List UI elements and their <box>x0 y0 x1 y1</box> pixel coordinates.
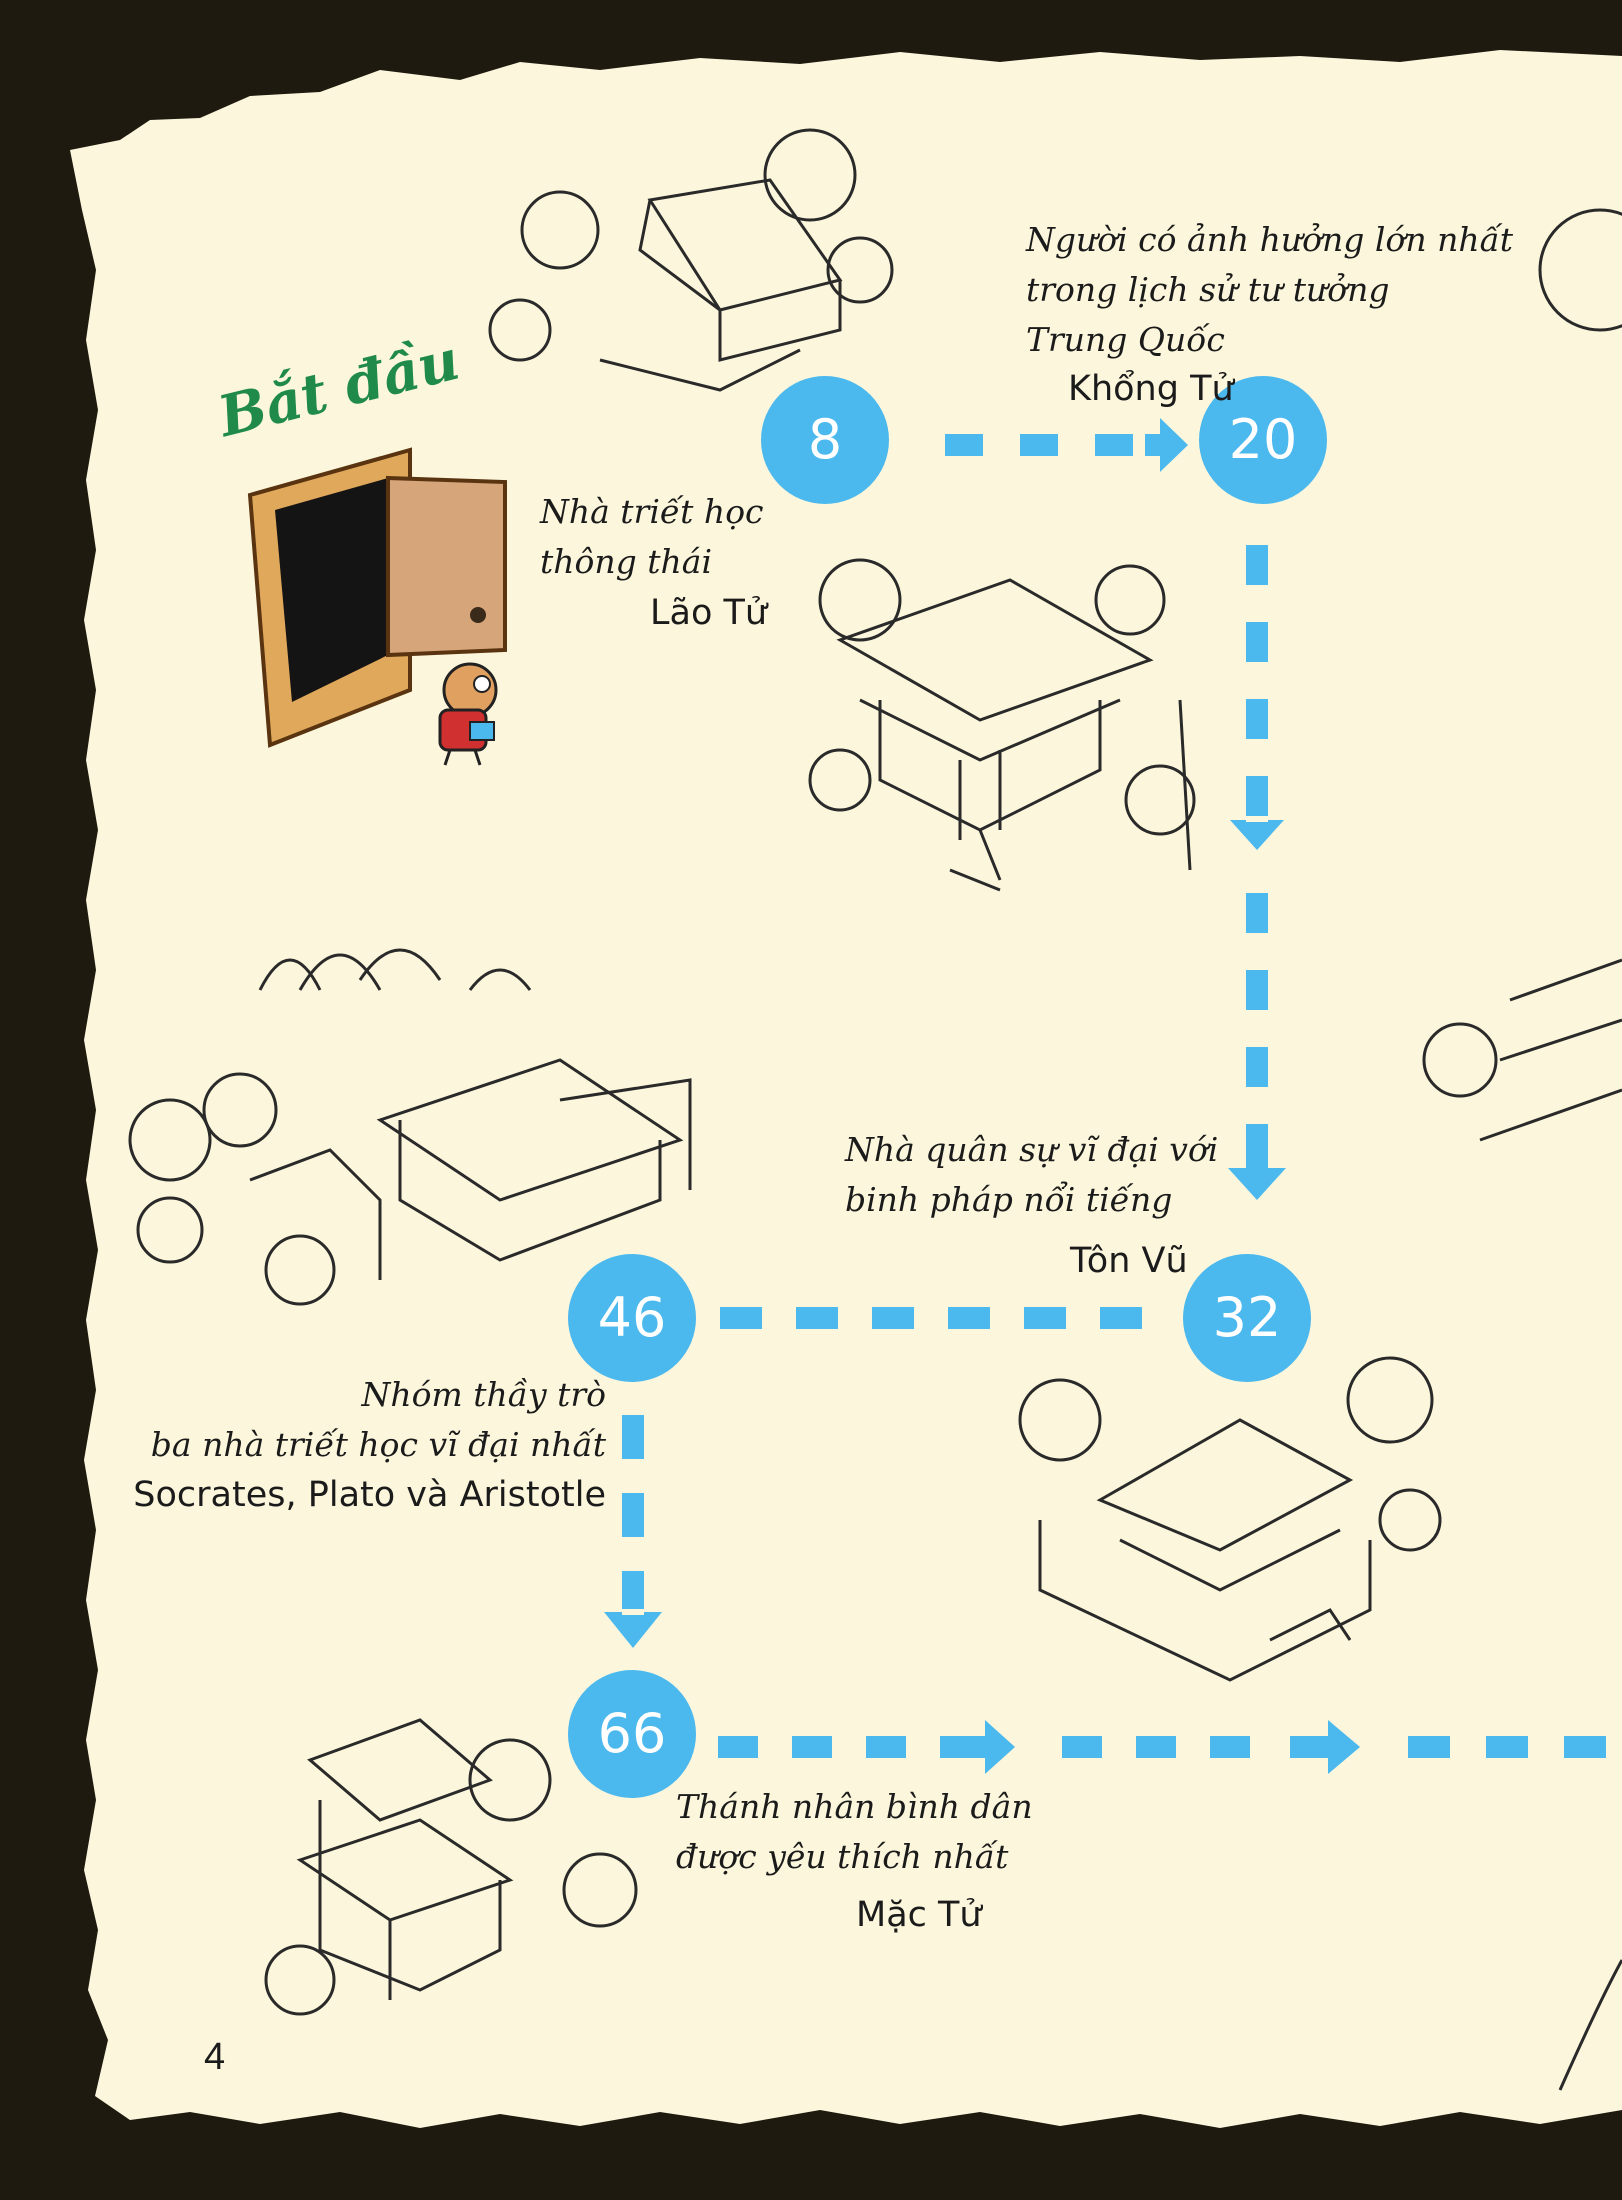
path-dash <box>866 1736 906 1758</box>
stop-description-line: Trung Quốc <box>1026 320 1225 359</box>
arrow-right-icon <box>1290 1720 1360 1774</box>
path-dash <box>1564 1736 1606 1758</box>
page-marker-mactu[interactable]: 66 <box>568 1670 696 1798</box>
path-dash <box>1246 776 1268 816</box>
path-dash <box>718 1736 758 1758</box>
stop-description-line: Người có ảnh hưởng lớn nhất <box>1026 220 1514 259</box>
path-dash <box>1246 970 1268 1010</box>
path-dash <box>720 1307 762 1329</box>
arrow-right-icon <box>948 1720 1015 1774</box>
stop-description-line: trong lịch sử tư tưởng <box>1026 270 1390 309</box>
path-dash <box>1246 622 1268 662</box>
child-figure <box>438 662 498 766</box>
edge-sketch-right <box>1422 208 1622 2091</box>
path-dash <box>1136 1736 1176 1758</box>
stop-description-line: Nhà triết học <box>540 492 764 531</box>
path-dash <box>1210 1736 1250 1758</box>
path-dash <box>1020 434 1058 456</box>
start-door <box>247 447 507 748</box>
palace-sketch-tonvu <box>1018 1356 1442 1682</box>
stop-name: Socrates, Plato và Aristotle <box>133 1475 606 1515</box>
page-marker-khongtu[interactable]: 20 <box>1199 376 1327 504</box>
arrow-down-icon <box>604 1612 662 1648</box>
path-dash <box>1100 1307 1142 1329</box>
path-dash <box>1095 434 1133 456</box>
path-dash <box>622 1415 644 1459</box>
stop-description-line: ba nhà triết học vĩ đại nhất <box>150 1425 606 1464</box>
path-dash <box>622 1571 644 1609</box>
stop-description-line: Thánh nhân bình dân <box>676 1787 1033 1826</box>
path-dash <box>1246 1047 1268 1087</box>
path-dash <box>796 1307 838 1329</box>
arrow-right-icon <box>1145 418 1188 472</box>
page-number: 4 <box>204 2036 226 2078</box>
path-dash <box>948 1307 990 1329</box>
path-dash <box>622 1493 644 1537</box>
page-marker-socrates[interactable]: 46 <box>568 1254 696 1382</box>
page-marker-tonvu[interactable]: 32 <box>1183 1254 1311 1382</box>
stop-name: Tôn Vũ <box>1070 1241 1188 1281</box>
stop-name: Mặc Tử <box>856 1895 982 1935</box>
stop-description-line: thông thái <box>540 542 712 581</box>
house-sketch-top <box>488 128 894 392</box>
arrow-down-icon <box>1228 1130 1286 1200</box>
path-dash <box>1024 1307 1066 1329</box>
path-dash <box>792 1736 832 1758</box>
path-dash <box>872 1307 914 1329</box>
path-connectors <box>604 418 1606 1774</box>
stop-description-line: được yêu thích nhất <box>676 1837 1009 1876</box>
arrow-down-icon <box>1230 820 1284 850</box>
path-dash <box>1486 1736 1528 1758</box>
path-dash <box>945 434 983 456</box>
stop-description-line: Nhà quân sự vĩ đại với <box>845 1130 1219 1169</box>
page-marker-laotzu[interactable]: 8 <box>761 376 889 504</box>
house-sketch-left <box>128 948 692 1306</box>
temple-sketch-laotzu <box>808 558 1196 892</box>
path-dash <box>1408 1736 1450 1758</box>
path-dash <box>1246 699 1268 739</box>
path-dash <box>1246 545 1268 585</box>
house-sketch-bottom <box>264 1718 638 2016</box>
stop-name: Khổng Tử <box>1068 369 1234 409</box>
stop-name: Lão Tử <box>650 593 768 633</box>
stop-description-line: Nhóm thầy trò <box>361 1375 606 1414</box>
stop-description-line: binh pháp nổi tiếng <box>845 1180 1173 1219</box>
path-dash <box>1246 893 1268 933</box>
path-dash <box>1062 1736 1102 1758</box>
